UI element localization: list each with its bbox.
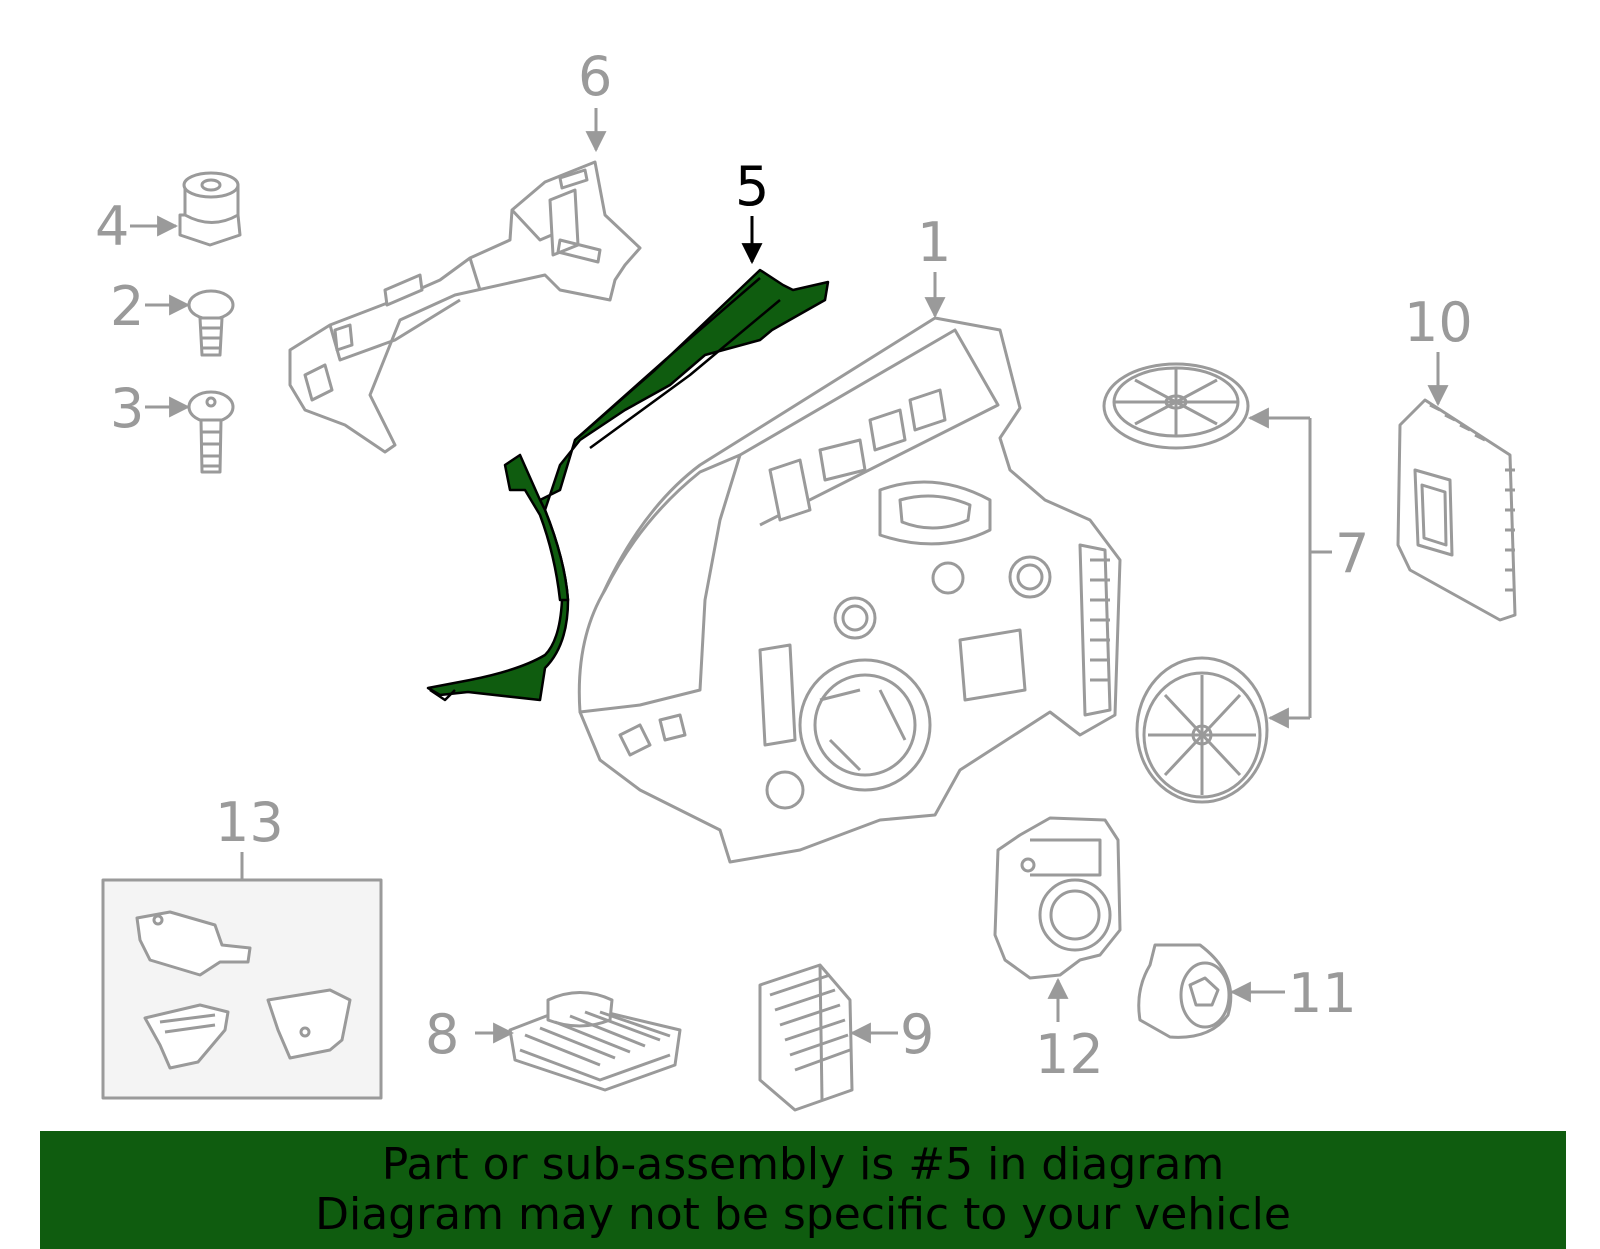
callout-1: 1 <box>917 211 952 274</box>
callout-9: 9 <box>900 1003 935 1066</box>
callout-4: 4 <box>95 195 130 258</box>
callout-7: 7 <box>1335 522 1370 585</box>
info-banner: Part or sub-assembly is #5 in diagram Di… <box>40 1131 1566 1249</box>
part-4-clip <box>178 171 242 247</box>
callout-13: 13 <box>215 791 284 854</box>
part-3-bolt <box>187 390 235 474</box>
callout-12: 12 <box>1035 1023 1104 1086</box>
callout-11: 11 <box>1288 962 1357 1025</box>
part-7-cap-top <box>1102 362 1250 450</box>
callout-leaders <box>130 108 1449 1044</box>
callout-10: 10 <box>1404 291 1473 354</box>
part-11-motor <box>1137 943 1233 1039</box>
callout-6: 6 <box>578 45 613 108</box>
part-1-headlamp-housing <box>577 316 1122 864</box>
banner-line-1: Part or sub-assembly is #5 in diagram <box>381 1139 1225 1190</box>
part-9-led-driver <box>758 963 854 1112</box>
part-10-module <box>1396 398 1517 622</box>
part-6-mounting-bracket <box>288 160 642 454</box>
part-12-actuator <box>993 816 1122 980</box>
banner-line-2: Diagram may not be specific to your vehi… <box>315 1189 1291 1240</box>
callout-8: 8 <box>425 1003 460 1066</box>
part-13-kit-box <box>101 878 383 1100</box>
part-8-control-unit <box>508 991 682 1092</box>
callout-2: 2 <box>110 275 145 338</box>
part-2-screw <box>187 289 235 357</box>
callout-5: 5 <box>735 155 770 218</box>
part-7-cap-bottom <box>1135 656 1269 804</box>
callout-3: 3 <box>110 377 145 440</box>
part-5-highlighted-seal <box>426 268 830 702</box>
